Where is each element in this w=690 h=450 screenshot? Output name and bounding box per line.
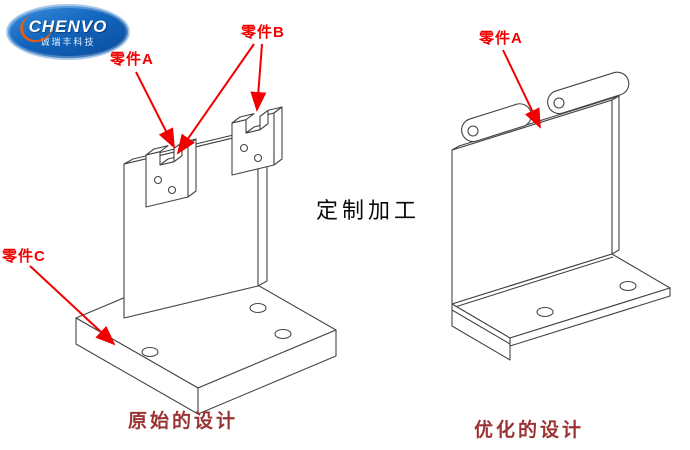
block1-hole xyxy=(167,185,177,195)
block2-side-face xyxy=(273,106,283,166)
curl-1-roll-section xyxy=(467,125,479,137)
label-part-c: 零件C xyxy=(2,248,46,265)
label-part-a-right: 零件A xyxy=(479,30,523,47)
clamp-block-2-part-b xyxy=(231,106,283,176)
caption-original-design: 原始的设计 xyxy=(128,411,239,432)
brand-subtitle: 诚瑞丰科技 xyxy=(40,36,96,47)
block1-hole xyxy=(153,175,163,185)
flange-bend-line xyxy=(451,309,511,345)
caption-optimized-design: 优化的设计 xyxy=(474,420,585,441)
block1-side-face xyxy=(187,138,197,198)
label-part-b: 零件B xyxy=(241,24,285,41)
brand-name: CHENVO xyxy=(28,16,108,36)
block2-notch-wall xyxy=(259,109,269,131)
arrow-part-b-to-block1 xyxy=(176,43,255,155)
curl-2-roll-section xyxy=(553,97,565,109)
base-hole xyxy=(619,280,637,292)
base-hole xyxy=(141,346,159,358)
arrow-part-a-right xyxy=(502,49,541,129)
arrow-part-a-left xyxy=(135,71,175,149)
rolled-curl-2 xyxy=(547,71,630,115)
bent-sheet-part-a xyxy=(451,71,671,361)
clamp-block-1-part-b xyxy=(145,138,197,208)
block2-hole xyxy=(253,153,263,163)
block2-hole xyxy=(239,143,249,153)
arrow-part-b-to-block2 xyxy=(250,43,267,112)
base-bend-line xyxy=(454,256,614,308)
leader-arrows xyxy=(29,43,541,346)
label-part-a-left: 零件A xyxy=(110,51,154,68)
base-hole xyxy=(249,302,267,314)
brand-logo: CHENVO 诚瑞丰科技 xyxy=(6,4,130,60)
base-right-face xyxy=(197,329,337,415)
original-design-drawing xyxy=(75,106,337,415)
optimized-design-drawing xyxy=(451,71,671,361)
base-hole xyxy=(536,306,554,318)
arrow-part-c xyxy=(29,265,116,346)
base-hole xyxy=(274,328,292,340)
watermark-text: 定制加工 xyxy=(316,199,421,224)
sheet-right-edge xyxy=(611,95,620,255)
block2-top-left-lobe xyxy=(231,113,255,124)
